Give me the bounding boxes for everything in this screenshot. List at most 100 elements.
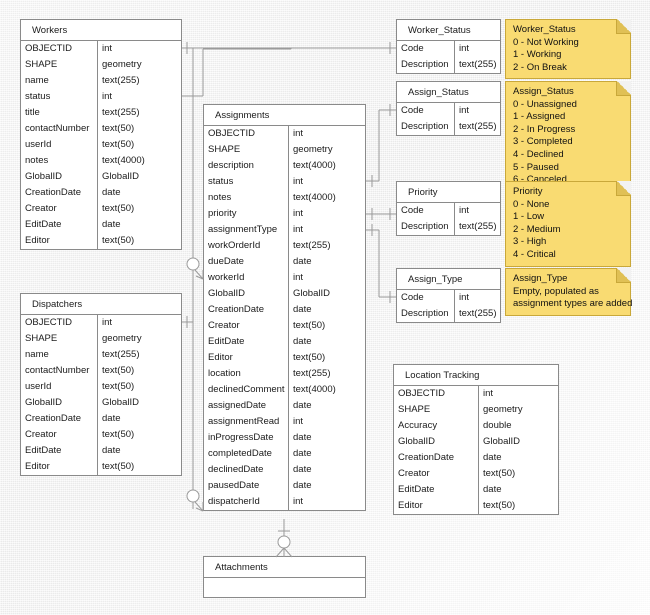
field-name: Accuracy [394, 418, 479, 434]
field-type: date [102, 187, 121, 198]
entity-attachments[interactable]: Attachments [203, 556, 366, 598]
field-type: GlobalID [293, 288, 330, 299]
field-row: Editor text(50) [21, 233, 181, 249]
field-name: priority [204, 206, 289, 222]
entity-title: Workers [21, 20, 181, 41]
field-type: date [102, 445, 121, 456]
note-title: Assign_Type [513, 273, 568, 284]
note-fold-icon [616, 81, 631, 96]
field-name: Editor [204, 350, 289, 366]
note-line: 1 - Working [513, 49, 562, 61]
field-type: text(4000) [293, 192, 336, 203]
entity-title: Assign_Type [397, 269, 500, 290]
field-type: int [102, 317, 113, 328]
field-type: text(50) [102, 365, 135, 376]
field-name: title [21, 105, 98, 121]
note-line: 1 - Low [513, 211, 545, 223]
note-line: 3 - High [513, 236, 547, 248]
field-type: GlobalID [102, 397, 139, 408]
field-name: SHAPE [21, 57, 98, 73]
note-line: 5 - Paused [513, 161, 559, 173]
field-row: title text(255) [21, 105, 181, 121]
field-type: date [293, 432, 312, 443]
field-name: Description [397, 219, 455, 235]
field-type: text(255) [459, 121, 497, 132]
field-name: contactNumber [21, 121, 98, 137]
field-name: userId [21, 137, 98, 153]
field-type: text(255) [102, 75, 140, 86]
field-name: Creator [21, 201, 98, 217]
field-type: text(50) [102, 235, 135, 246]
field-name: EditDate [21, 217, 98, 233]
field-name: pausedDate [204, 478, 289, 494]
field-name: CreationDate [21, 411, 98, 427]
field-name: Editor [21, 233, 98, 249]
entity-title: Worker_Status [397, 20, 500, 41]
field-name: Editor [21, 459, 98, 475]
field-type: text(50) [102, 429, 135, 440]
field-type: int [293, 208, 304, 219]
field-name: workerId [204, 270, 289, 286]
note-line: assignment types are added [513, 298, 633, 310]
field-name: GlobalID [21, 395, 98, 411]
field-type: text(4000) [102, 155, 145, 166]
entity-title: Assignments [204, 105, 365, 126]
field-name: SHAPE [394, 402, 479, 418]
field-type: int [293, 224, 304, 235]
field-type: int [293, 128, 304, 139]
field-name: CreationDate [394, 450, 479, 466]
field-name: assignedDate [204, 398, 289, 414]
note-line: Empty, populated as [513, 285, 599, 297]
field-type: int [293, 176, 304, 187]
note-line: 3 - Completed [513, 136, 573, 148]
field-name: Editor [394, 498, 479, 514]
field-name: Code [397, 290, 455, 306]
field-row: priority int [204, 206, 365, 222]
field-name: Description [397, 306, 455, 322]
field-type: text(255) [293, 240, 331, 251]
field-type: text(255) [102, 349, 140, 360]
field-name: Description [397, 57, 455, 73]
field-type: text(255) [102, 107, 140, 118]
field-type: text(50) [102, 381, 135, 392]
field-type: text(255) [293, 368, 331, 379]
field-name: completedDate [204, 446, 289, 462]
field-type: date [293, 336, 312, 347]
note-fold-icon [616, 19, 631, 34]
entity-title: Location Tracking [394, 365, 558, 386]
field-type: date [483, 452, 502, 463]
